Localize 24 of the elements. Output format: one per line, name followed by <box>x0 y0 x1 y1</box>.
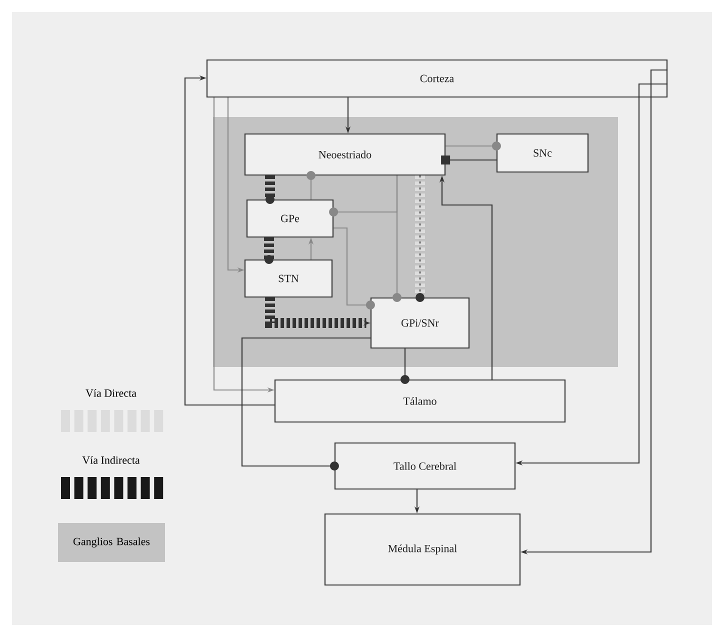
connector <box>441 156 496 164</box>
connector <box>241 337 370 470</box>
connector <box>184 75 274 406</box>
process-box: Neoestriado <box>244 133 446 176</box>
connector <box>415 176 425 302</box>
connector <box>265 176 275 204</box>
process-box: Tallo Cerebral <box>334 442 516 490</box>
process-box: Corteza <box>206 59 668 98</box>
process-box: GPi/SNr <box>370 297 470 349</box>
process-box: Tálamo <box>274 379 566 423</box>
connector <box>334 227 375 310</box>
process-box: Médula Espinal <box>324 513 521 586</box>
process-box: GPe <box>246 199 334 238</box>
connector <box>306 171 316 200</box>
legend-label: Vía Indirecta <box>82 456 140 464</box>
process-box: SNc <box>496 133 589 173</box>
process-box: STN <box>244 259 333 298</box>
legend-label: Vía Directa <box>86 389 136 397</box>
connector <box>264 238 274 264</box>
connector <box>400 348 410 384</box>
connector <box>392 176 402 302</box>
connector <box>265 298 370 328</box>
connector <box>446 142 501 150</box>
legend-label: Ganglios Basales <box>73 538 150 548</box>
